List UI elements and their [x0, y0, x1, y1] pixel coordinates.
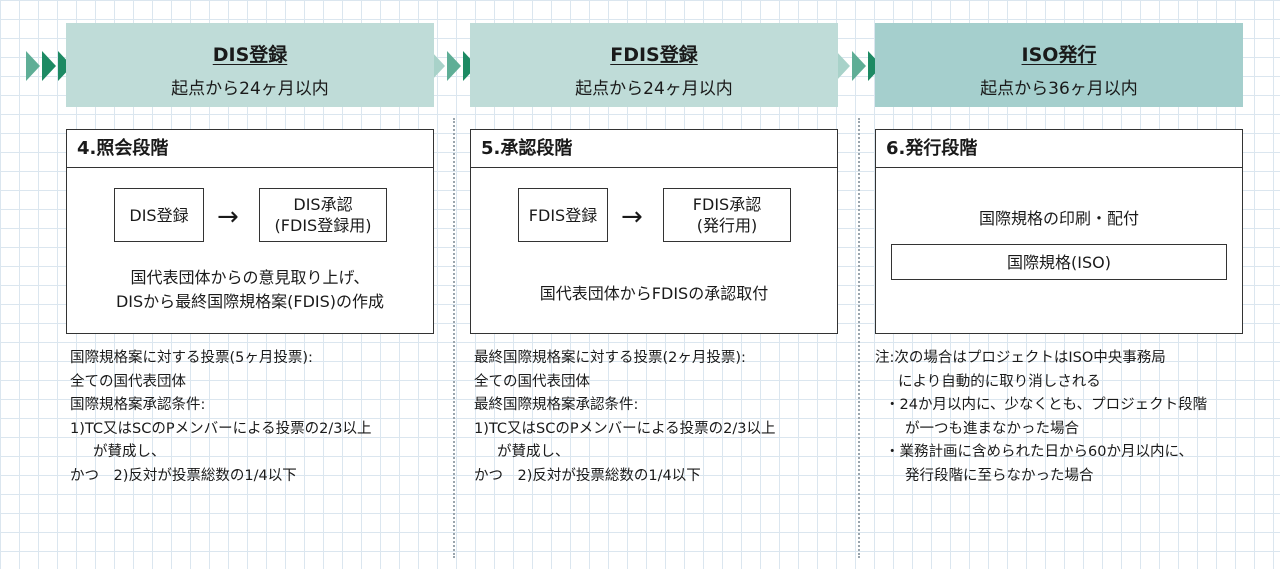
phase-description-line: 国代表団体からFDISの承認取付 [539, 284, 769, 303]
voting-notes: 国際規格案に対する投票(5ヶ月投票): 全ての国代表団体 国際規格案承認条件: … [70, 347, 440, 488]
note-line: 1)TC又はSCのPメンバーによる投票の2/3以上 [70, 420, 372, 437]
phase-box: 5.承認段階 FDIS登録 → FDIS承認 (発行用) 国代表団体からFDIS… [470, 129, 838, 334]
note-line: 最終国際規格案承認条件: [474, 397, 639, 413]
stage-deadline: 起点から36ヶ月以内 [980, 79, 1138, 99]
note-line: が賛成し、 [93, 444, 166, 460]
chevron-right-icon [42, 51, 56, 81]
note-line: 国際規格案に対する投票(5ヶ月投票): [70, 350, 313, 366]
voting-notes: 最終国際規格案に対する投票(2ヶ月投票): 全ての国代表団体 最終国際規格案承認… [474, 347, 844, 488]
stage-column-iso: ISO発行 起点から36ヶ月以内 6.発行段階 国際規格の印刷・配付 国際規格(… [875, 0, 1245, 569]
stage-deadline: 起点から24ヶ月以内 [575, 79, 733, 99]
flow-arrow: → [217, 202, 239, 232]
chevron-right-icon [431, 51, 445, 81]
phase-box: 4.照会段階 DIS登録 → DIS承認 (FDIS登録用) 国代表団体からの意… [66, 129, 434, 334]
stage-header: ISO発行 起点から36ヶ月以内 [875, 23, 1243, 107]
chevron-right-icon [26, 51, 40, 81]
flow-box-end: DIS承認 (FDIS登録用) [259, 188, 387, 242]
stage-header: DIS登録 起点から24ヶ月以内 [66, 23, 434, 107]
stage-column-fdis: FDIS登録 起点から24ヶ月以内 5.承認段階 FDIS登録 → FDIS承認… [470, 0, 840, 569]
publication-label: 国際規格の印刷・配付 [978, 209, 1139, 228]
note-line: が一つも進まなかった場合 [905, 420, 1079, 437]
phase-title: 4.照会段階 [67, 130, 433, 168]
phase-title: 5.承認段階 [471, 130, 837, 168]
note-line: 全ての国代表団体 [70, 373, 186, 390]
phase-title: 6.発行段階 [876, 130, 1242, 168]
note-line: かつ 2)反対が投票総数の1/4以下 [70, 467, 297, 484]
phase-description-line: DISから最終国際規格案(FDIS)の作成 [115, 292, 385, 311]
flow-box-start: DIS登録 [114, 188, 204, 242]
chevron-right-icon [836, 51, 850, 81]
stage-header: FDIS登録 起点から24ヶ月以内 [470, 23, 838, 107]
cancellation-notes: 注:次の場合はプロジェクトはISO中央事務局 により自動的に取り消しされる ・2… [875, 347, 1245, 488]
note-line: 国際規格案承認条件: [70, 397, 206, 413]
phase-description: 国代表団体からFDISの承認取付 [471, 282, 837, 306]
note-line: 発行段階に至らなかった場合 [905, 467, 1094, 484]
chevron-right-icon [852, 51, 866, 81]
column-divider [453, 118, 455, 558]
stage-column-dis: DIS登録 起点から24ヶ月以内 4.照会段階 DIS登録 → DIS承認 (F… [66, 0, 436, 569]
note-bullet: ・業務計画に含められた日から60か月以内に、 [885, 444, 1194, 460]
stage-title: DIS登録 [212, 44, 288, 66]
note-line: 最終国際規格案に対する投票(2ヶ月投票): [474, 350, 746, 366]
note-line: 全ての国代表団体 [474, 373, 590, 390]
note-line: 注:次の場合はプロジェクトはISO中央事務局 [875, 350, 1166, 366]
note-line: が賛成し、 [497, 444, 570, 460]
note-bullet: ・24か月以内に、少なくとも、プロジェクト段階 [885, 397, 1208, 413]
note-line: 1)TC又はSCのPメンバーによる投票の2/3以上 [474, 420, 776, 437]
stage-title: ISO発行 [1021, 44, 1097, 66]
column-divider [858, 118, 860, 558]
note-line: かつ 2)反対が投票総数の1/4以下 [474, 467, 701, 484]
phase-description: 国代表団体からの意見取り上げ、 DISから最終国際規格案(FDIS)の作成 [67, 266, 433, 314]
flow-box-start: FDIS登録 [518, 188, 608, 242]
phase-box: 6.発行段階 国際規格の印刷・配付 国際規格(ISO) [875, 129, 1243, 334]
standard-box: 国際規格(ISO) [891, 244, 1227, 280]
stage-deadline: 起点から24ヶ月以内 [171, 79, 329, 99]
note-line: により自動的に取り消しされる [898, 373, 1101, 390]
phase-description-line: 国代表団体からの意見取り上げ、 [130, 268, 370, 287]
stage-title: FDIS登録 [610, 44, 698, 66]
flow-arrow: → [621, 202, 643, 232]
chevron-right-icon [447, 51, 461, 81]
flow-box-end: FDIS承認 (発行用) [663, 188, 791, 242]
